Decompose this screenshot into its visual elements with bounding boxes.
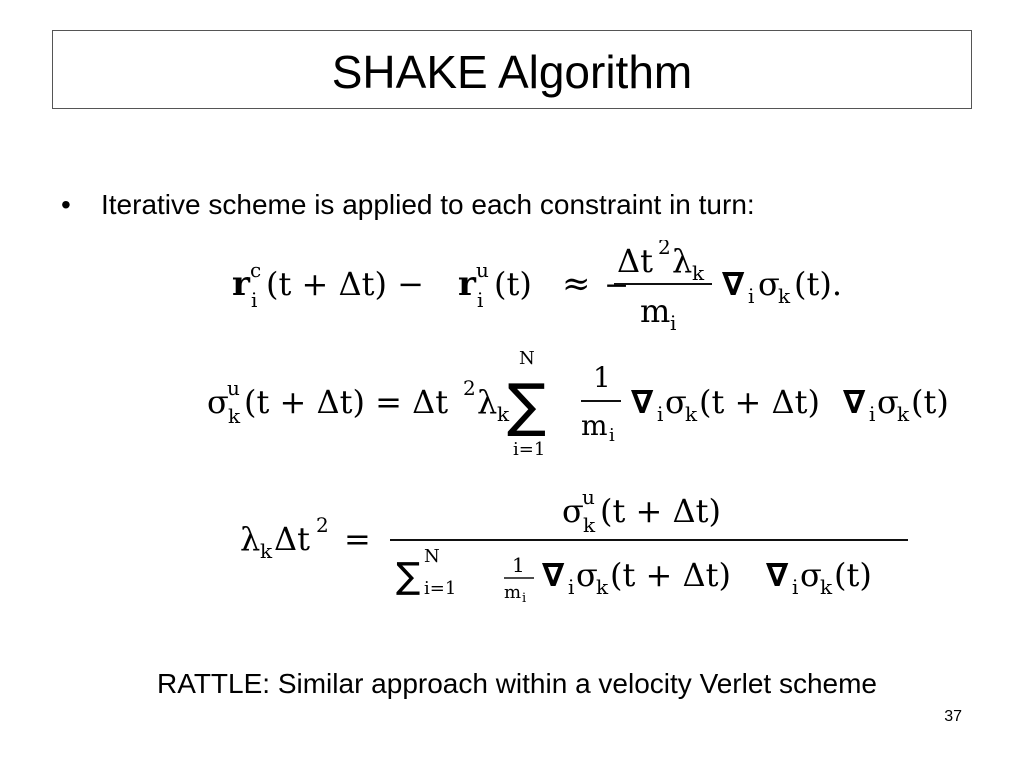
eq3-sum-bottom: i=1 (424, 578, 456, 599)
eq3-num-sigma: σ (562, 492, 584, 530)
eq1-nabla-sub-i: i (748, 284, 754, 308)
bullet-marker: • (61, 189, 71, 220)
eq3-arg-2: (t) (834, 556, 872, 594)
equation-lagrange-multiplier: λ k Δt 2 = σ u k (t + Δt) ∑ N i=1 1 m i … (240, 488, 920, 606)
eq2-sup-2: 2 (463, 376, 476, 400)
eq3-sigma-1: σ (576, 556, 598, 594)
eq2-sigma-sub-2: k (897, 402, 910, 426)
eq2-sub-k-1: k (228, 404, 241, 428)
eq2-sigma-sub-1: k (685, 402, 698, 426)
eq2-nabla-sub-2: i (869, 402, 875, 426)
eq1-den-m: m (640, 292, 670, 330)
eq1-sub-i-1: i (251, 288, 257, 312)
eq3-sigma-2: σ (800, 556, 822, 594)
eq3-sup-2: 2 (316, 513, 329, 537)
eq3-nabla-1: ∇ (542, 556, 565, 594)
footer-note: RATTLE: Similar approach within a veloci… (157, 668, 877, 699)
eq3-num-sub-k: k (583, 513, 596, 537)
eq1-r-u: r (458, 264, 477, 304)
eq3-dt: Δt (274, 520, 310, 558)
eq1-sigma-sub-k: k (778, 284, 791, 308)
title-box: SHAKE Algorithm (52, 30, 972, 109)
eq1-lhs-arg: (t + Δt) − (266, 265, 424, 303)
eq1-num-dt: Δt (617, 242, 653, 280)
eq3-num-sup-u: u (582, 488, 595, 509)
eq1-approx: ≈ (562, 264, 591, 304)
eq2-sigma-2: σ (877, 383, 899, 421)
equation-constraint-expansion: σ u k (t + Δt) = Δt 2 λ k N ∑ i=1 1 m i … (207, 345, 977, 465)
slide-title: SHAKE Algorithm (331, 45, 693, 98)
eq2-sum-bottom: i=1 (513, 439, 545, 460)
eq2-sum-symbol: ∑ (507, 371, 546, 439)
eq3-num-arg: (t + Δt) (600, 492, 721, 530)
eq2-arg-1: (t + Δt) (699, 383, 820, 421)
eq3-frac-den-sub: i (522, 591, 526, 606)
eq1-tail: (t). (794, 265, 842, 303)
eq2-frac-den: m (581, 409, 608, 442)
bullet-text: Iterative scheme is applied to each cons… (101, 189, 755, 220)
eq3-frac-den: m (504, 582, 521, 603)
eq1-r-c: r (232, 264, 251, 304)
eq2-frac-num: 1 (593, 361, 611, 394)
eq1-num-lambda: λ (672, 242, 692, 280)
eq3-frac-num: 1 (512, 553, 525, 577)
equation-position-update: r c i (t + Δt) − r u i (t) ≈ − Δt 2 λ k … (232, 240, 882, 335)
eq3-nabla-2: ∇ (766, 556, 789, 594)
equation-2-graphic: σ u k (t + Δt) = Δt 2 λ k N ∑ i=1 1 m i … (207, 348, 949, 460)
eq2-arg-2: (t) (911, 383, 949, 421)
eq1-num-sup: 2 (658, 240, 671, 259)
equation-1-graphic: r c i (t + Δt) − r u i (t) ≈ − Δt 2 λ k … (232, 240, 842, 335)
eq3-sum-top: N (424, 546, 440, 567)
eq1-num-sub-k: k (692, 261, 705, 285)
eq3-arg-1: (t + Δt) (610, 556, 731, 594)
eq2-sigma-1: σ (665, 383, 687, 421)
eq2-nabla-2: ∇ (843, 383, 866, 421)
eq2-sub-k-2: k (497, 402, 510, 426)
slide-number: 37 (944, 708, 962, 725)
eq1-sigma: σ (758, 265, 780, 303)
eq2-lambda: λ (477, 383, 497, 421)
eq3-nabla-sub-1: i (568, 575, 574, 599)
eq3-lambda: λ (240, 520, 260, 558)
eq3-sub-k: k (260, 539, 273, 563)
eq2-nabla-sub-1: i (657, 402, 663, 426)
bullet-item: • Iterative scheme is applied to each co… (57, 188, 755, 222)
eq3-sigma-sub-1: k (596, 575, 609, 599)
eq3-nabla-sub-2: i (792, 575, 798, 599)
eq1-sup-u: u (476, 258, 489, 282)
eq1-sup-c: c (250, 258, 261, 282)
eq2-lhs-arg: (t + Δt) = Δt (244, 383, 448, 421)
eq1-sub-i-2: i (477, 288, 483, 312)
eq2-sigma: σ (207, 383, 229, 421)
eq1-arg-t: (t) (494, 265, 532, 303)
eq1-nabla: ∇ (722, 265, 745, 303)
eq2-frac-den-sub: i (609, 425, 615, 446)
eq3-sigma-sub-2: k (820, 575, 833, 599)
eq2-sum-top: N (519, 348, 535, 369)
eq2-sup-u: u (227, 376, 240, 400)
eq1-den-sub: i (670, 311, 676, 335)
equation-3-graphic: λ k Δt 2 = σ u k (t + Δt) ∑ N i=1 1 m i … (240, 488, 908, 606)
eq3-sum-symbol: ∑ (396, 556, 420, 597)
eq3-equals: = (344, 520, 371, 558)
eq2-nabla-1: ∇ (631, 383, 654, 421)
eq1-minus: − (604, 268, 629, 303)
